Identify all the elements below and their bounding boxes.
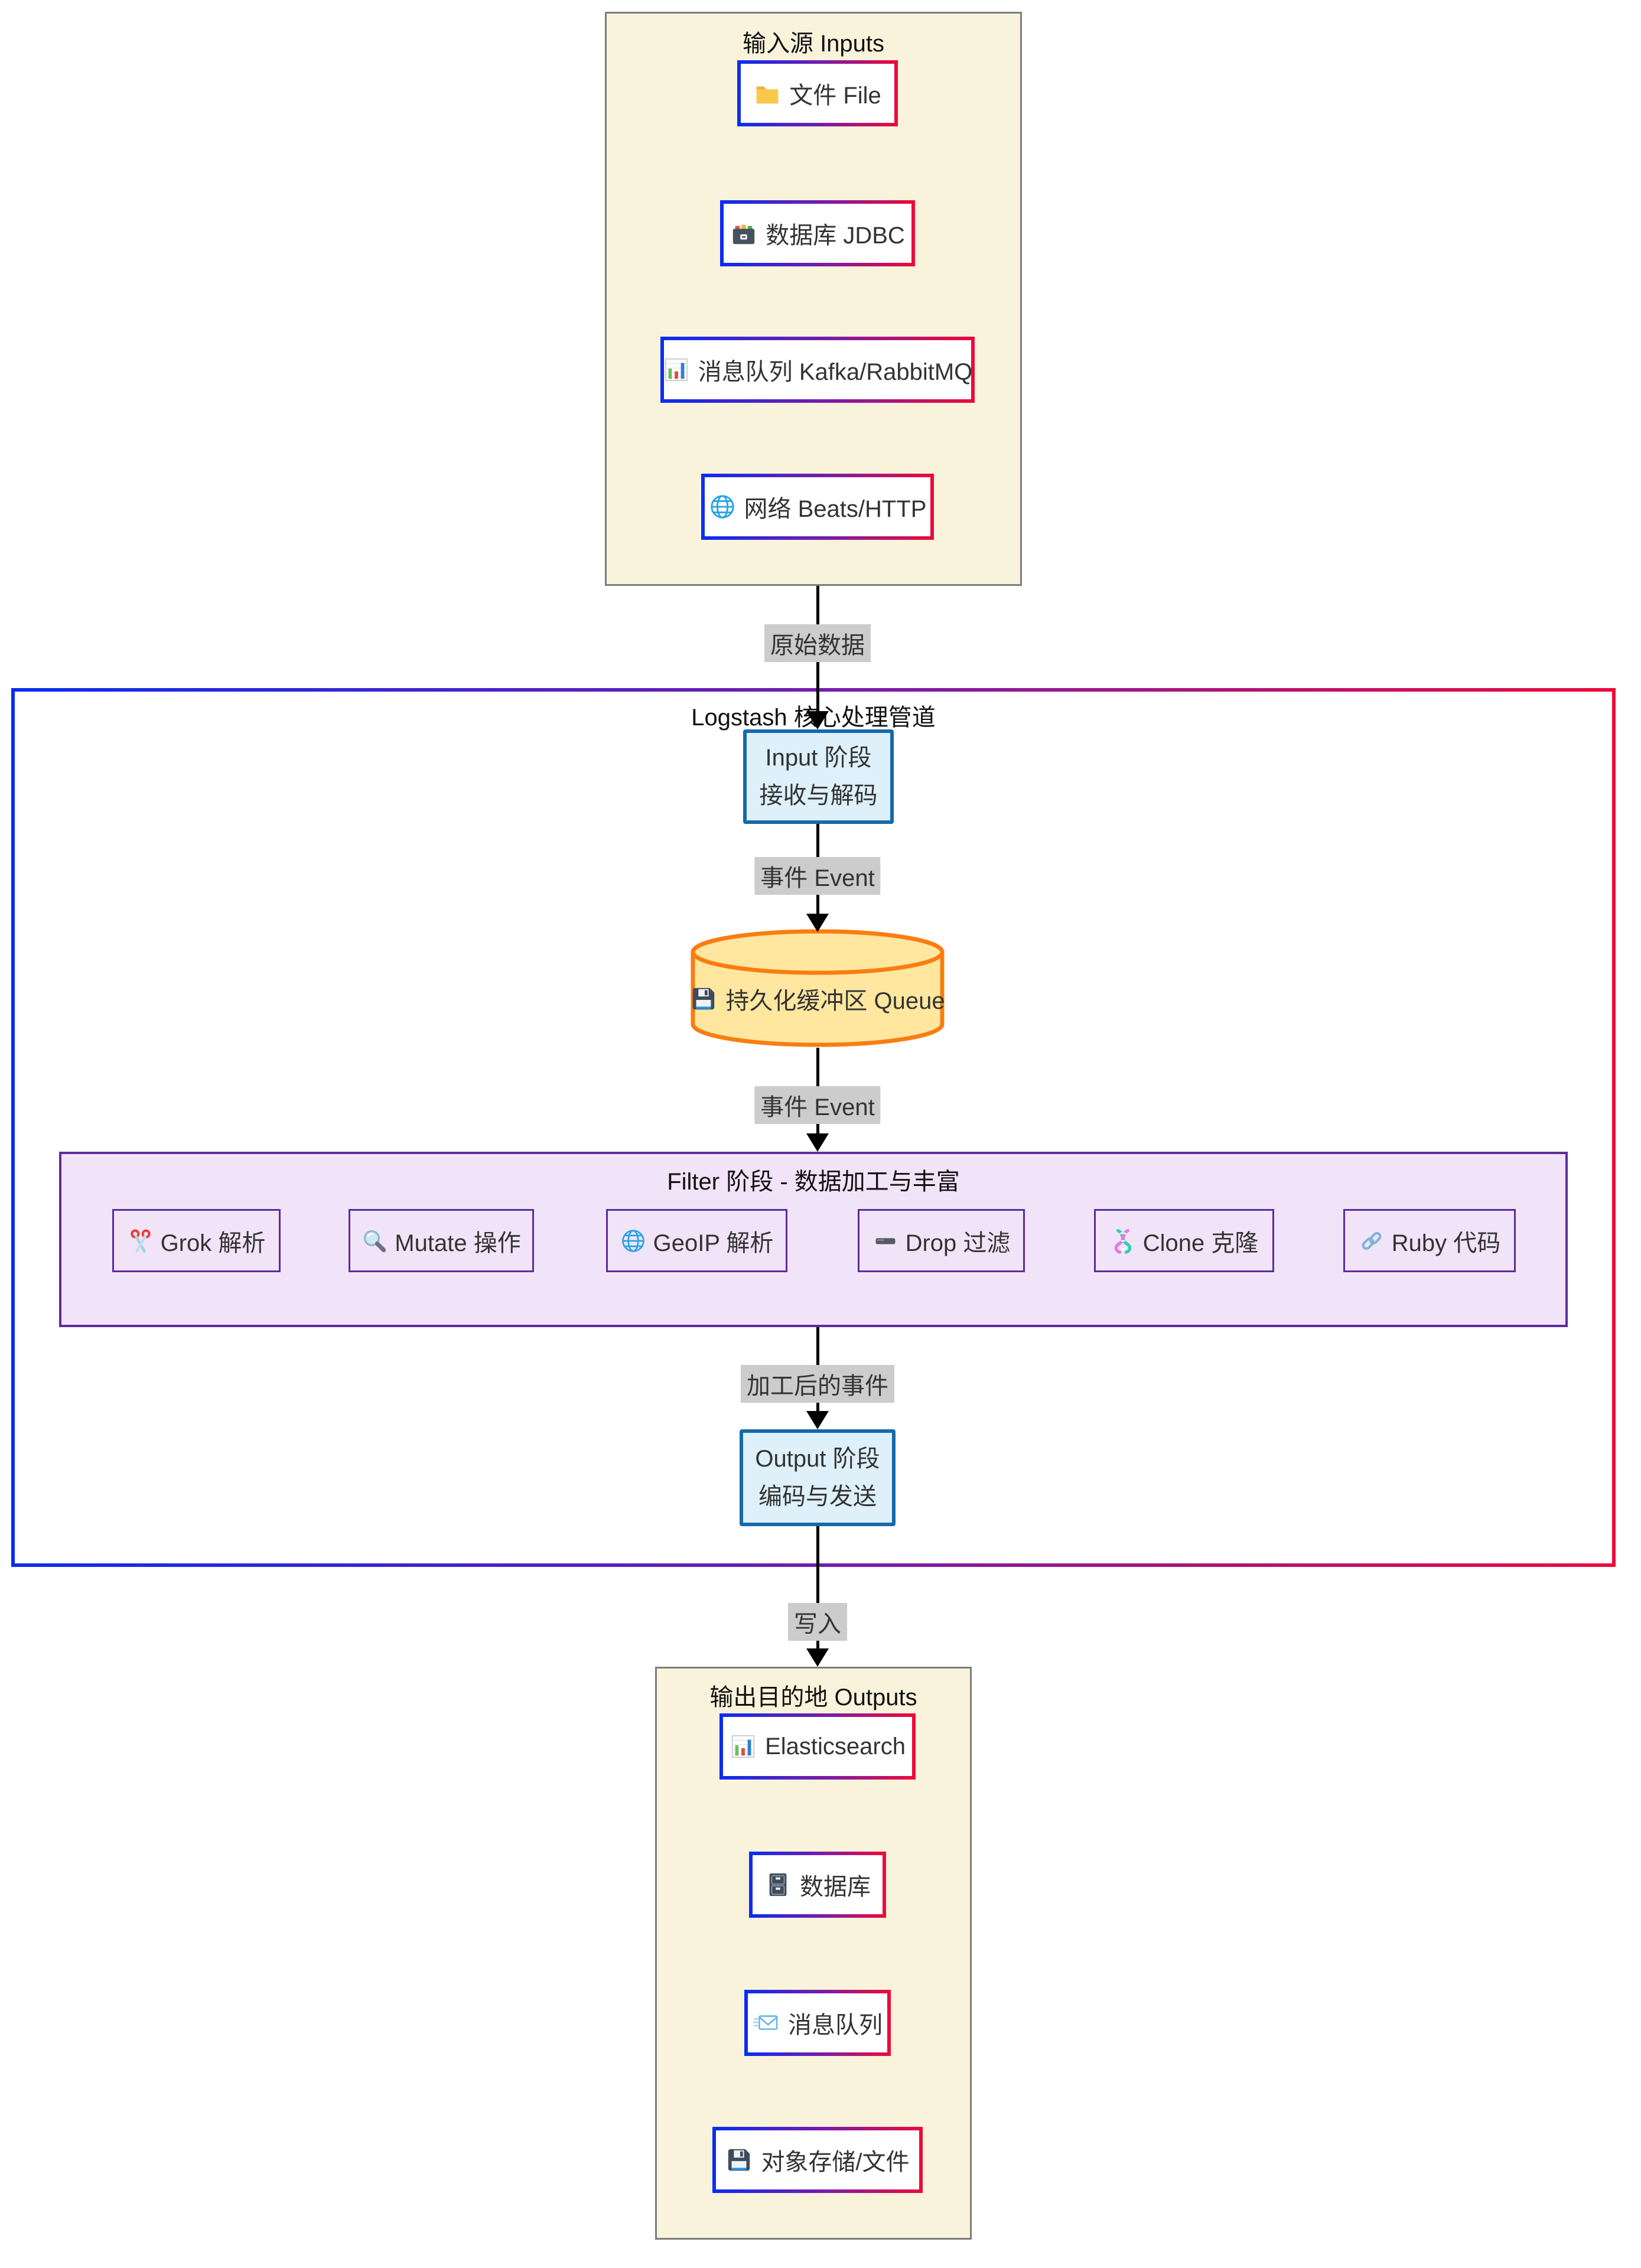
scissors-icon: [128, 1228, 154, 1254]
input-stage-node: Input 阶段 接收与解码: [743, 729, 894, 824]
node-label: Ruby 代码: [1391, 1230, 1501, 1256]
output-node-database: 数据库: [749, 1852, 886, 1918]
queue-node: 持久化缓冲区 Queue: [691, 928, 945, 1048]
filter-node-geoip: GeoIP 解析: [606, 1209, 787, 1272]
edge-label-processed: 加工后的事件: [741, 1365, 894, 1403]
filter-group: Filter 阶段 - 数据加工与丰富: [59, 1152, 1568, 1327]
node-label: GeoIP 解析: [653, 1230, 774, 1256]
filter-group-title: Filter 阶段 - 数据加工与丰富: [667, 1169, 960, 1195]
file-cabinet-icon: [764, 1871, 792, 1898]
input-node-file: 文件 File: [737, 60, 898, 126]
output-node-mq: 消息队列: [744, 1990, 891, 2056]
globe-icon: [709, 493, 736, 520]
magnifier-icon: [362, 1228, 388, 1254]
node-label: Elasticsearch: [765, 1733, 906, 1759]
output-stage-line2: 编码与发送: [758, 1484, 877, 1510]
input-stage-line1: Input 阶段: [765, 745, 872, 771]
edge-label-raw-data: 原始数据: [764, 624, 871, 662]
floppy-icon: [690, 985, 717, 1012]
filter-node-mutate: Mutate 操作: [349, 1209, 534, 1272]
arrow-line: [816, 1526, 819, 1650]
link-icon: [1359, 1228, 1385, 1254]
node-label: 文件 File: [789, 83, 881, 109]
node-label: 消息队列 Kafka/RabbitMQ: [698, 359, 973, 385]
card-box-icon: [730, 220, 757, 247]
arrow-head: [806, 914, 829, 932]
inputs-group-title: 输入源 Inputs: [742, 31, 885, 57]
node-label: 数据库: [800, 1874, 871, 1900]
dna-icon: [1110, 1228, 1136, 1254]
output-stage-node: Output 阶段 编码与发送: [740, 1429, 896, 1526]
bar-chart-icon: [730, 1733, 757, 1760]
input-node-jdbc: 数据库 JDBC: [720, 200, 915, 266]
input-stage-line2: 接收与解码: [759, 783, 878, 809]
floppy-icon: [725, 2146, 753, 2174]
filter-node-grok: Grok 解析: [112, 1209, 281, 1272]
edge-label-event-2: 事件 Event: [754, 1086, 881, 1124]
minus-icon: [872, 1228, 898, 1254]
node-label: 网络 Beats/HTTP: [744, 496, 927, 522]
edge-label-event-1: 事件 Event: [754, 857, 881, 895]
node-label: Clone 克隆: [1142, 1230, 1259, 1256]
outputs-group-title: 输出目的地 Outputs: [709, 1684, 917, 1710]
arrow-head: [806, 1411, 829, 1429]
arrow-head: [806, 1133, 829, 1152]
globe-icon: [620, 1228, 646, 1254]
bar-chart-icon: [663, 356, 690, 383]
folder-icon: [754, 80, 781, 107]
envelope-icon: [753, 2009, 780, 2036]
node-label: 消息队列: [788, 2012, 883, 2038]
node-label: 数据库 JDBC: [766, 223, 905, 249]
node-label: 对象存储/文件: [761, 2149, 910, 2175]
output-node-elasticsearch: Elasticsearch: [719, 1713, 916, 1780]
queue-label: 持久化缓冲区 Queue: [725, 988, 945, 1014]
input-node-mq: 消息队列 Kafka/RabbitMQ: [660, 337, 975, 403]
node-label: Drop 过滤: [905, 1230, 1011, 1256]
arrow-head: [806, 711, 829, 729]
edge-label-write: 写入: [788, 1603, 847, 1641]
node-label: Grok 解析: [160, 1230, 266, 1256]
filter-node-clone: Clone 克隆: [1094, 1209, 1274, 1272]
node-label: Mutate 操作: [395, 1230, 521, 1256]
filter-node-drop: Drop 过滤: [858, 1209, 1025, 1272]
output-node-storage: 对象存储/文件: [712, 2127, 923, 2193]
input-node-network: 网络 Beats/HTTP: [701, 474, 934, 540]
output-stage-line1: Output 阶段: [755, 1446, 880, 1472]
arrow-head: [806, 1648, 829, 1667]
filter-node-ruby: Ruby 代码: [1343, 1209, 1516, 1272]
